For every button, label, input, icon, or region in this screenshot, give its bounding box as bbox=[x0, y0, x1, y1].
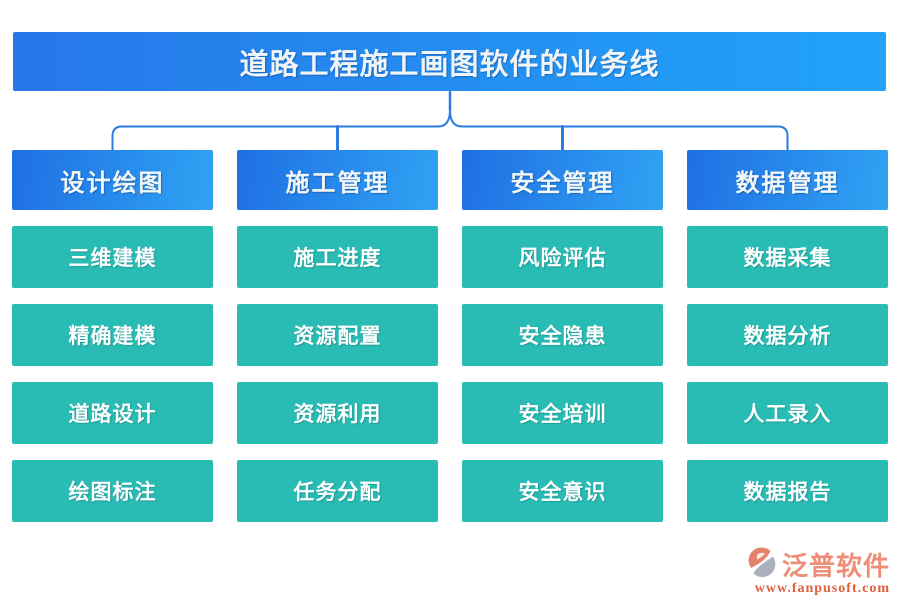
node-data-report: 数据报告 bbox=[687, 460, 888, 522]
column-header-design-drawing: 设计绘图 bbox=[12, 150, 213, 210]
node-safety-awareness: 安全意识 bbox=[462, 460, 663, 522]
column-design-drawing: 设计绘图 三维建模 精确建模 道路设计 绘图标注 bbox=[12, 150, 213, 522]
node-resource-utilization: 资源利用 bbox=[237, 382, 438, 444]
brand-url: www.fanpusoft.com bbox=[754, 581, 890, 596]
column-safety-management: 安全管理 风险评估 安全隐患 安全培训 安全意识 bbox=[462, 150, 663, 522]
node-safety-hazard: 安全隐患 bbox=[462, 304, 663, 366]
node-task-assignment: 任务分配 bbox=[237, 460, 438, 522]
column-header-construction-management: 施工管理 bbox=[237, 150, 438, 210]
brand-logo-icon bbox=[746, 546, 778, 583]
node-manual-entry: 人工录入 bbox=[687, 382, 888, 444]
diagram-title: 道路工程施工画图软件的业务线 bbox=[239, 48, 660, 81]
columns-container: 设计绘图 三维建模 精确建模 道路设计 绘图标注 施工管理 施工进度 资源配置 … bbox=[12, 150, 888, 522]
node-construction-progress: 施工进度 bbox=[237, 226, 438, 288]
node-3d-modeling: 三维建模 bbox=[12, 226, 213, 288]
column-header-safety-management: 安全管理 bbox=[462, 150, 663, 210]
node-precise-modeling: 精确建模 bbox=[12, 304, 213, 366]
column-construction-management: 施工管理 施工进度 资源配置 资源利用 任务分配 bbox=[237, 150, 438, 522]
brand-watermark: 泛普软件 www.fanpusoft.com bbox=[746, 546, 890, 597]
brand-name: 泛普软件 bbox=[781, 552, 890, 581]
node-resource-allocation: 资源配置 bbox=[237, 304, 438, 366]
node-safety-training: 安全培训 bbox=[462, 382, 663, 444]
node-data-collection: 数据采集 bbox=[687, 226, 888, 288]
column-data-management: 数据管理 数据采集 数据分析 人工录入 数据报告 bbox=[687, 150, 888, 522]
diagram-title-bar: 道路工程施工画图软件的业务线 bbox=[13, 32, 886, 91]
node-data-analysis: 数据分析 bbox=[687, 304, 888, 366]
node-risk-assessment: 风险评估 bbox=[462, 226, 663, 288]
column-header-data-management: 数据管理 bbox=[687, 150, 888, 210]
node-drawing-annotation: 绘图标注 bbox=[12, 460, 213, 522]
node-road-design: 道路设计 bbox=[12, 382, 213, 444]
